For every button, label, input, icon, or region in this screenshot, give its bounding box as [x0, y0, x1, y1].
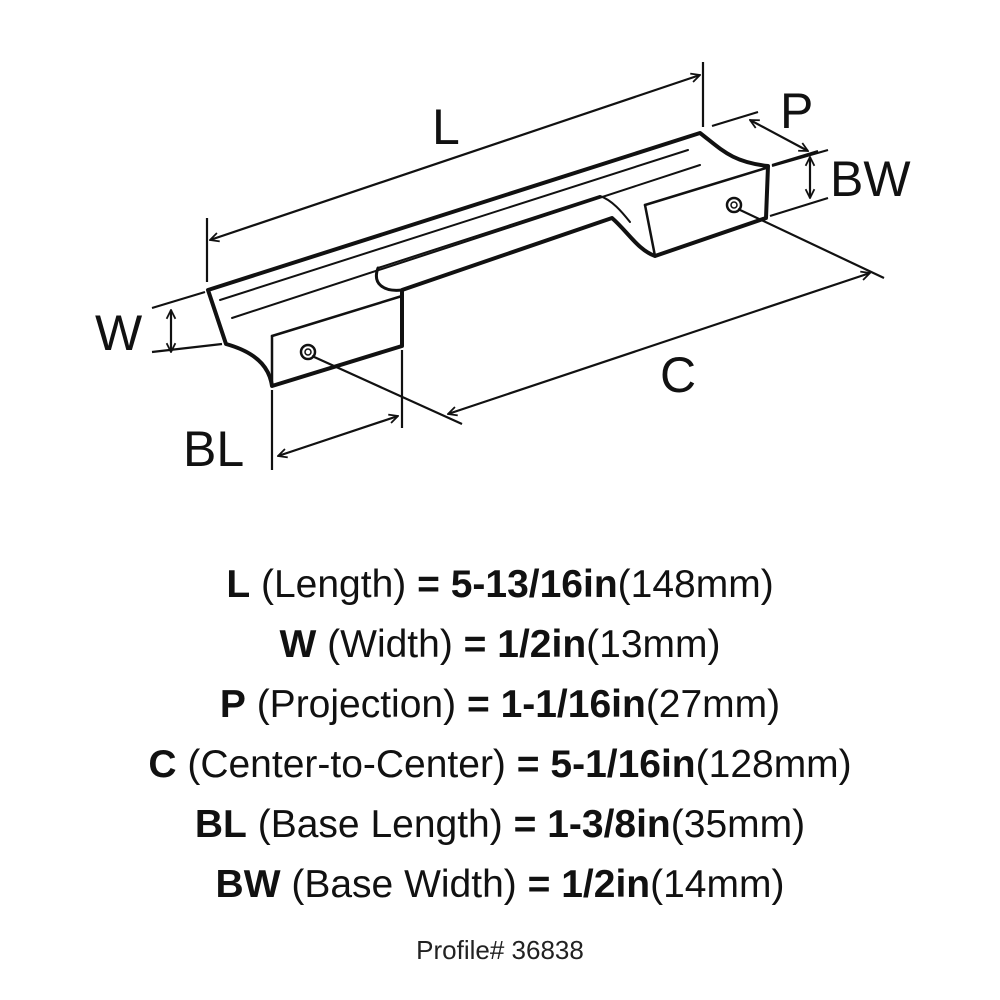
spec-symbol: BL: [194, 803, 247, 846]
dimension-bw-extension-bottom: [769, 196, 829, 218]
dimension-c-arrow: [448, 273, 870, 414]
spec-imperial: 1-3/8in: [547, 803, 671, 846]
spec-symbol: L: [226, 563, 251, 606]
label-p: P: [780, 83, 813, 139]
dimension-c-extension-right: [737, 208, 885, 279]
spec-row-length: L (Length) = 5-13/16in(148mm): [0, 555, 1000, 615]
label-l: L: [432, 99, 460, 155]
dimension-w-extension-top: [151, 290, 206, 310]
spec-row-center-to-center: C (Center-to-Center) = 5-1/16in(128mm): [0, 735, 1000, 795]
spec-row-projection: P (Projection) = 1-1/16in(27mm): [0, 675, 1000, 735]
dimension-c-extension-left: [311, 354, 463, 426]
spec-symbol: W: [279, 623, 317, 666]
dimension-w-extension-bottom: [151, 342, 223, 354]
spec-imperial: 1/2in: [497, 623, 587, 666]
spec-row-width: W (Width) = 1/2in(13mm): [0, 615, 1000, 675]
dimension-bl-arrow: [278, 416, 398, 456]
spec-equals: =: [516, 743, 540, 786]
spec-metric: (14mm): [650, 863, 785, 906]
spec-equals: =: [527, 863, 551, 906]
spec-symbol: BW: [215, 863, 281, 906]
spec-equals: =: [417, 563, 440, 606]
dimension-p-arrow: [750, 119, 808, 152]
spec-imperial: 1-1/16in: [500, 683, 646, 726]
spec-metric: (13mm): [586, 623, 721, 666]
label-bl: BL: [183, 421, 244, 477]
spec-imperial: 5-1/16in: [550, 743, 696, 786]
spec-symbol: C: [148, 743, 177, 786]
spec-imperial: 1/2in: [561, 863, 651, 906]
spec-equals: =: [513, 803, 537, 846]
screw-hole-right: [725, 196, 743, 214]
spec-equals: =: [466, 683, 490, 726]
dimension-specs: L (Length) = 5-13/16in(148mm) W (Width) …: [0, 555, 1000, 915]
spec-name: (Projection): [256, 683, 457, 726]
label-c: C: [660, 347, 696, 403]
dimension-bw-extension-top: [771, 148, 829, 168]
spec-metric: (148mm): [617, 563, 774, 606]
dimension-p-extension-top: [711, 110, 759, 128]
spec-name: (Base Length): [257, 803, 503, 846]
label-w: W: [95, 305, 143, 361]
profile-number: Profile# 36838: [416, 935, 584, 965]
spec-equals: =: [463, 623, 487, 666]
spec-row-base-length: BL (Base Length) = 1-3/8in(35mm): [0, 795, 1000, 855]
spec-name: (Width): [327, 623, 453, 666]
spec-name: (Base Width): [291, 863, 517, 906]
spec-name: (Length): [260, 563, 407, 606]
dimension-l-arrow: [210, 75, 700, 240]
spec-metric: (128mm): [695, 743, 852, 786]
handle-dimension-diagram: L P BW W C BL: [95, 62, 911, 477]
screw-hole-left: [299, 343, 317, 361]
spec-imperial: 5-13/16in: [450, 563, 618, 606]
spec-name: (Center-to-Center): [187, 743, 506, 786]
spec-symbol: P: [219, 683, 246, 726]
spec-metric: (35mm): [670, 803, 806, 846]
spec-row-base-width: BW (Base Width) = 1/2in(14mm): [0, 855, 1000, 915]
label-bw: BW: [830, 151, 911, 207]
spec-metric: (27mm): [645, 683, 781, 726]
